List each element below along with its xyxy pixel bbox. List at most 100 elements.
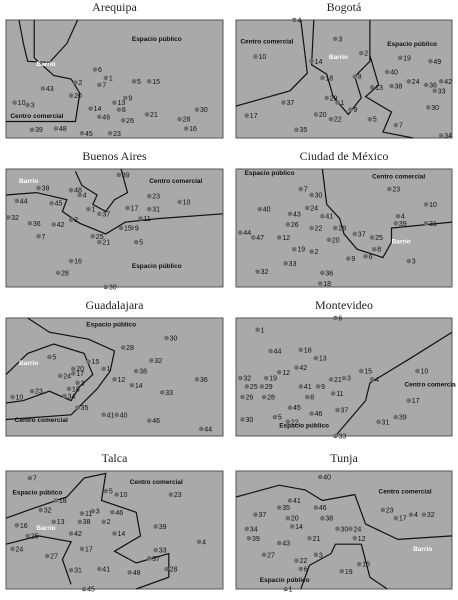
- point-label: 31: [429, 221, 437, 228]
- point-label: 26: [126, 118, 134, 125]
- point-label: 10: [258, 54, 266, 61]
- point-label: 12: [282, 235, 290, 242]
- point-label: 14: [135, 383, 143, 390]
- plot-area: [5, 317, 224, 437]
- point-label: 35: [282, 505, 290, 512]
- scatter-point: [358, 50, 364, 56]
- point-label: 37: [102, 211, 110, 218]
- scatter-point: [408, 512, 414, 517]
- scatter-point: [81, 586, 87, 592]
- scatter-point: [328, 116, 334, 122]
- point-label: 1: [341, 100, 345, 107]
- scatter-point: [415, 368, 420, 374]
- scatter-point: [389, 83, 394, 89]
- point-label: 31: [152, 207, 160, 214]
- scatter-point: [123, 95, 128, 101]
- scatter-point: [330, 391, 336, 396]
- scatter-point: [287, 498, 293, 503]
- point-label: 17: [85, 546, 93, 553]
- point-label: 48: [74, 188, 82, 195]
- scatter-point: [12, 100, 17, 105]
- point-label: 39: [159, 524, 167, 531]
- point-label: 28: [183, 117, 191, 124]
- point-label: 27: [50, 553, 58, 560]
- scatter-point: [53, 498, 59, 503]
- scatter-point: [423, 202, 429, 207]
- scatter-point: [397, 55, 403, 61]
- scatter-point: [133, 368, 139, 374]
- scatter-point: [146, 193, 152, 199]
- scatter-point: [369, 377, 375, 382]
- scatter-point: [101, 366, 106, 372]
- point-label: 36: [200, 377, 208, 384]
- point-label: 20: [332, 237, 340, 244]
- scatter-point: [68, 567, 74, 573]
- point-label: 21: [334, 377, 342, 384]
- cluster-boundary: [6, 20, 81, 123]
- point-label: 5: [137, 79, 141, 86]
- point-label: 31: [382, 419, 390, 426]
- point-label: 37: [258, 512, 266, 519]
- scatter-point: [244, 113, 250, 118]
- scatter-point: [250, 235, 256, 240]
- panel-title: Buenos Aires: [82, 149, 147, 163]
- point-label: 26: [291, 222, 299, 229]
- point-label: 41: [325, 214, 333, 221]
- point-label: 42: [444, 79, 452, 86]
- scatter-point: [79, 130, 85, 136]
- point-label: 32: [44, 507, 52, 514]
- region-label: Centro comercial: [15, 417, 68, 424]
- scatter-point: [255, 269, 260, 274]
- region-label: Espacio público: [132, 263, 182, 270]
- point-label: 22: [299, 558, 307, 565]
- region-label: Barrio: [36, 525, 55, 532]
- cluster-boundary: [5, 472, 170, 590]
- point-label: 4: [414, 512, 418, 519]
- point-label: 42: [74, 531, 82, 538]
- scatter-point: [423, 220, 429, 226]
- point-label: 39: [399, 415, 407, 422]
- point-label: 13: [375, 85, 383, 92]
- scatter-point: [328, 377, 334, 382]
- scatter-point: [240, 394, 245, 400]
- cluster-boundary: [364, 55, 414, 139]
- point-label: 33: [165, 390, 173, 397]
- scatter-point: [384, 69, 390, 75]
- point-label: 1: [91, 207, 95, 214]
- point-label: 12: [118, 377, 126, 384]
- scatter-point: [380, 507, 386, 513]
- scatter-point: [66, 386, 72, 392]
- cluster-boundary: [321, 168, 453, 259]
- scatter-point: [253, 512, 258, 517]
- scatter-point: [97, 239, 102, 245]
- point-label: 35: [299, 127, 307, 134]
- scatter-point: [55, 270, 61, 276]
- scatter-point: [356, 561, 362, 567]
- point-label: 18: [59, 498, 67, 505]
- point-label: 42: [57, 222, 65, 229]
- point-label: 14: [315, 59, 323, 66]
- point-label: 46: [315, 411, 323, 418]
- scatter-point: [320, 270, 325, 276]
- point-label: 3: [31, 102, 35, 109]
- scatter-point: [238, 375, 243, 381]
- scatter-point: [112, 531, 117, 536]
- scatter-point: [177, 199, 182, 205]
- region-label: Espacio público: [245, 170, 295, 177]
- cluster-boundary: [334, 331, 453, 437]
- point-label: 38: [83, 519, 91, 526]
- cluster-boundary: [310, 19, 371, 116]
- scatter-point: [168, 492, 174, 497]
- region-label: Centro comercial: [149, 178, 202, 185]
- scatter-point: [285, 222, 291, 227]
- region-label: Barrio: [329, 54, 348, 61]
- point-label: 13: [57, 519, 65, 526]
- point-label: 10: [420, 369, 428, 376]
- region-label: Centro comercial: [404, 381, 456, 388]
- point-label: 46: [319, 505, 327, 512]
- scatter-point: [86, 206, 91, 212]
